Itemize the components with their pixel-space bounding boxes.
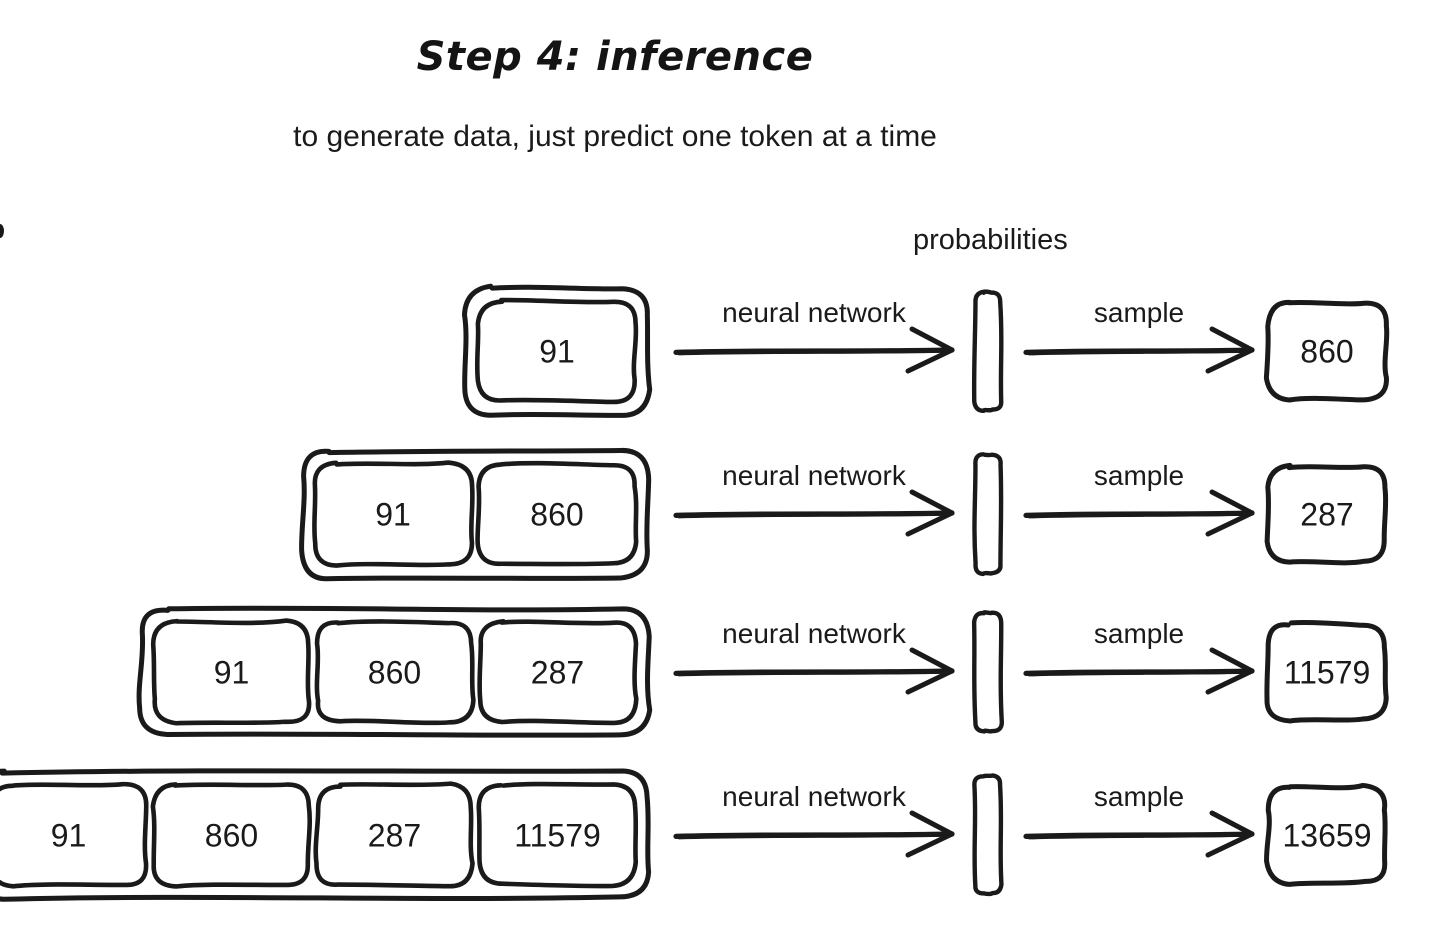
- sample-label-row-3: sample: [1093, 618, 1185, 649]
- neural-network-label-row-1: neural network: [722, 297, 906, 328]
- neural-network-arrow-row-2: [673, 489, 955, 537]
- probabilities-label: probabilities: [913, 224, 1068, 256]
- page-subtitle: to generate data, just predict one token…: [293, 120, 937, 153]
- sample-arrow-row-1: [1023, 326, 1255, 374]
- neural-network-arrow-row-4: [673, 810, 955, 858]
- token-value-row-2-1: 91: [375, 496, 411, 533]
- sample-label-row-2: sample: [1093, 460, 1185, 491]
- output-token-value-row-2: 287: [1300, 496, 1354, 533]
- sample-arrow-row-4: [1023, 810, 1255, 858]
- neural-network-label-row-3: neural network: [722, 618, 906, 649]
- neural-network-label-row-2: neural network: [722, 460, 906, 491]
- token-value-row-1-1: 91: [539, 333, 575, 370]
- probabilities-bar-row-4: [972, 773, 1004, 897]
- token-value-row-4-2: 860: [204, 817, 259, 854]
- probabilities-bar-row-3: [971, 610, 1005, 734]
- token-value-row-3-1: 91: [213, 654, 250, 691]
- neural-network-arrow-row-3: [673, 647, 955, 695]
- token-value-row-3-2: 860: [367, 654, 422, 691]
- token-value-row-3-3: 287: [530, 654, 585, 691]
- neural-network-arrow-row-1: [673, 326, 955, 374]
- sample-label-row-1: sample: [1093, 297, 1185, 328]
- token-value-row-2-2: 860: [530, 496, 584, 533]
- sample-arrow-row-3: [1023, 647, 1255, 695]
- probabilities-bar-row-1: [971, 289, 1004, 414]
- output-token-value-row-3: 11579: [1283, 654, 1371, 691]
- clipped-edge-mark: [0, 224, 4, 238]
- sample-arrow-row-2: [1023, 489, 1255, 537]
- token-value-row-4-4: 11579: [514, 817, 601, 854]
- token-group-container-row-2: [299, 447, 652, 582]
- token-value-row-4-3: 287: [367, 817, 422, 854]
- token-value-row-4-1: 91: [50, 817, 87, 854]
- page-title: Step 4: inference: [416, 34, 814, 80]
- sample-label-row-4: sample: [1093, 781, 1185, 812]
- output-token-value-row-1: 860: [1300, 333, 1354, 370]
- output-token-value-row-4: 13659: [1282, 817, 1372, 854]
- probabilities-bar-row-2: [972, 452, 1004, 577]
- neural-network-label-row-4: neural network: [722, 781, 906, 812]
